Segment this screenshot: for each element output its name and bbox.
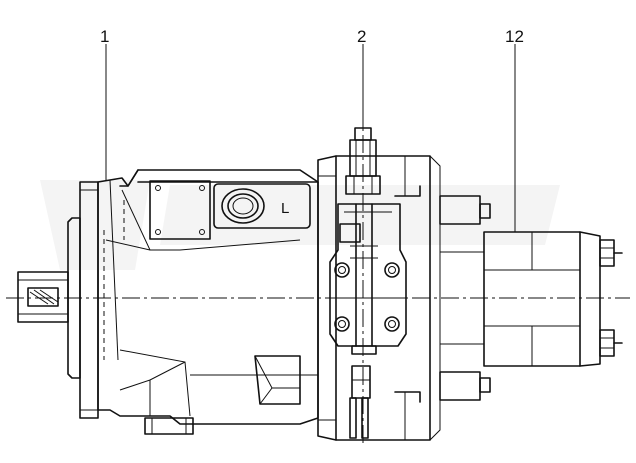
callout-12-label: 12 xyxy=(505,27,524,46)
port-label: L xyxy=(281,200,289,217)
pump-housing xyxy=(97,169,319,435)
port-l-boss xyxy=(213,183,311,229)
through-drive-pump xyxy=(483,231,623,367)
rear-flange xyxy=(439,195,491,401)
callout-2-label: 2 xyxy=(357,27,366,46)
callout-1-label: 1 xyxy=(100,27,109,46)
control-valve xyxy=(329,127,407,355)
drive-shaft xyxy=(17,271,69,323)
watermark-logo xyxy=(40,180,560,270)
